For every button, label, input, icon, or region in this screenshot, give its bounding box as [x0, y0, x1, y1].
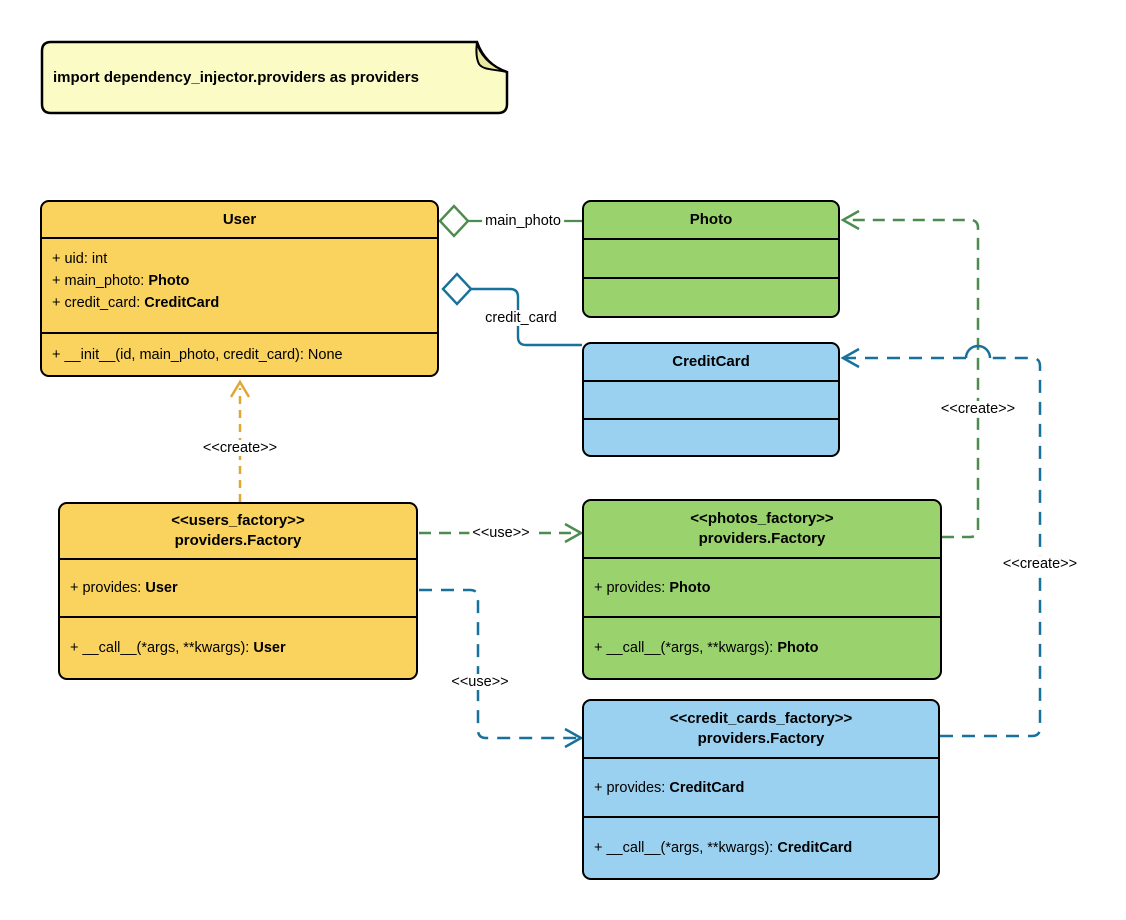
method: + __call__(*args, **kwargs): CreditCard [594, 840, 853, 856]
class-credit-cards-factory-title: <<credit_cards_factory>> providers.Facto… [584, 701, 938, 757]
class-name: providers.Factory [697, 730, 825, 747]
attribute: + provides: Photo [594, 579, 711, 596]
class-credit-cards-factory: <<credit_cards_factory>> providers.Facto… [582, 699, 940, 880]
attribute: + provides: User [70, 580, 178, 596]
class-creditcard-methods [584, 418, 838, 455]
attribute: + provides: CreditCard [594, 779, 745, 796]
class-creditcard: CreditCard [582, 342, 840, 457]
attribute: + uid: int [52, 251, 108, 267]
arrowhead-icon [840, 347, 860, 369]
class-photos-factory-methods: + __call__(*args, **kwargs): Photo [584, 616, 940, 678]
create-line [940, 356, 1042, 738]
edge-use-credit-cards-factory [419, 588, 584, 749]
class-credit-cards-factory-attributes: + provides: CreditCard [584, 757, 938, 816]
note-shape [40, 40, 509, 115]
class-photo-methods [584, 277, 838, 316]
aggregation-diamond-icon [441, 272, 473, 306]
method: + __call__(*args, **kwargs): User [70, 640, 286, 656]
class-name: providers.Factory [174, 532, 302, 549]
edge-label-use-credit-cards: <<use>> [448, 674, 512, 690]
edge-use-photos-factory [419, 522, 584, 544]
class-user-title: User [222, 210, 257, 228]
attribute: + credit_card: CreditCard [52, 295, 220, 311]
edge-label-create-photo: <<create>> [937, 401, 1019, 417]
edge-label-create-user: <<create>> [199, 440, 281, 456]
class-credit-cards-factory-methods: + __call__(*args, **kwargs): CreditCard [584, 816, 938, 878]
edge-label-create-credit-card: <<create>> [999, 556, 1081, 572]
class-creditcard-attributes [584, 380, 838, 418]
arrowhead-icon [564, 522, 584, 544]
class-users-factory: <<users_factory>> providers.Factory + pr… [58, 502, 418, 680]
create-line [846, 218, 980, 539]
class-user-attributes: + uid: int + main_photo: Photo + credit_… [42, 237, 437, 332]
stereotype: <<users_factory>> [171, 512, 305, 529]
class-user: User + uid: int + main_photo: Photo + cr… [40, 200, 439, 377]
arrowhead-icon [840, 209, 860, 231]
edge-create-credit-card [840, 344, 1042, 738]
class-photo: Photo [582, 200, 840, 318]
arrowhead-icon [564, 727, 584, 749]
class-creditcard-title: CreditCard [672, 353, 750, 370]
class-photo-attributes [584, 238, 838, 277]
method: + __call__(*args, **kwargs): Photo [594, 640, 819, 656]
class-users-factory-attributes: + provides: User [60, 558, 416, 616]
class-photos-factory: <<photos_factory>> providers.Factory + p… [582, 499, 942, 680]
note-fold-icon [475, 41, 508, 73]
method: + __init__(id, main_photo, credit_card):… [52, 346, 343, 363]
class-users-factory-methods: + __call__(*args, **kwargs): User [60, 616, 416, 678]
class-user-methods: + __init__(id, main_photo, credit_card):… [42, 332, 437, 375]
note-text: import dependency_injector.providers as … [53, 68, 419, 86]
arrowhead-icon [229, 379, 251, 398]
class-photo-title: Photo [689, 211, 733, 228]
stereotype: <<photos_factory>> [690, 510, 834, 527]
class-name: providers.Factory [698, 530, 826, 547]
aggregation-diamond-icon [438, 204, 470, 238]
edge-create-photo [840, 209, 980, 539]
edge-label-use-photos: <<use>> [469, 525, 533, 541]
stereotype: <<credit_cards_factory>> [669, 710, 853, 727]
edge-label-main-photo: main_photo [482, 213, 564, 229]
use-line [419, 588, 578, 740]
line-hop [964, 344, 992, 359]
attribute: + main_photo: Photo [52, 273, 190, 289]
class-photos-factory-title: <<photos_factory>> providers.Factory [584, 501, 940, 557]
class-photos-factory-attributes: + provides: Photo [584, 557, 940, 616]
edge-label-credit-card: credit_card [482, 310, 560, 326]
class-users-factory-title: <<users_factory>> providers.Factory [60, 504, 416, 558]
